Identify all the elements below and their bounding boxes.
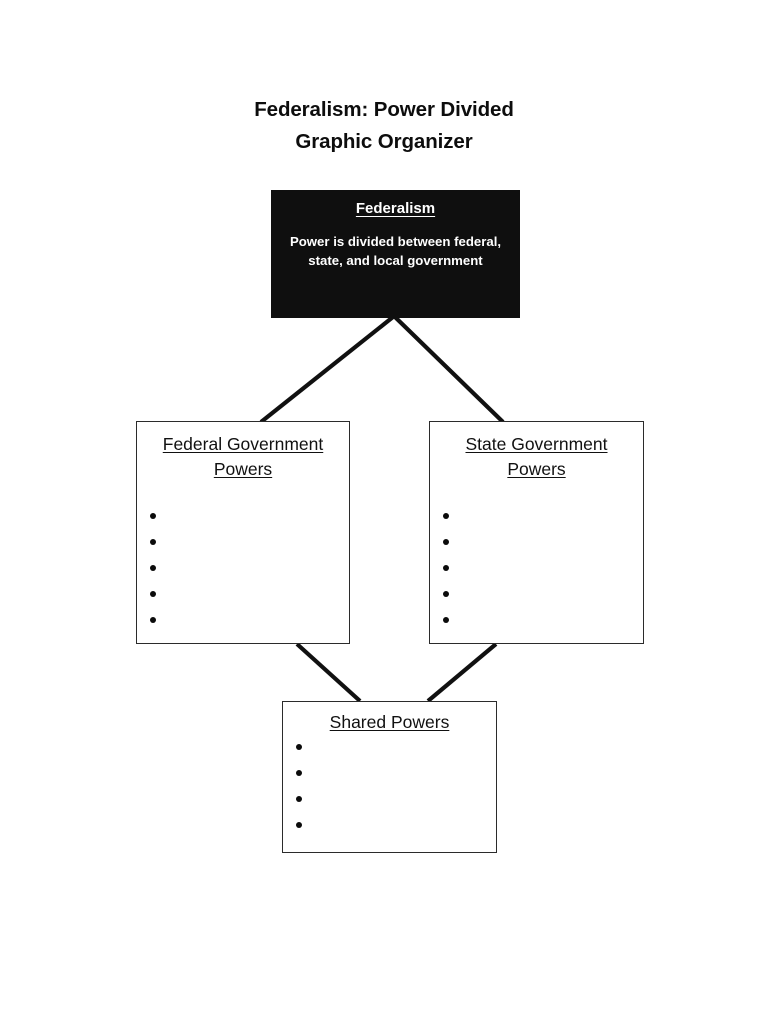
node-shared-heading-text: Shared Powers: [329, 712, 450, 732]
node-state-heading-line-1: State Government: [465, 434, 608, 454]
node-shared-heading: Shared Powers: [283, 702, 496, 734]
node-state-heading-line-2: Powers: [507, 459, 566, 479]
node-federalism-heading: Federalism: [355, 200, 436, 217]
node-federalism-body: Power is divided between federal, state,…: [289, 234, 502, 268]
node-state-heading: State Government Powers: [430, 422, 643, 482]
connector-root-to-federal: [259, 315, 395, 424]
bullet-icon: [443, 513, 449, 519]
bullet-icon: [443, 617, 449, 623]
page-title: Federalism: Power Divided Graphic Organi…: [0, 94, 768, 158]
bullet-icon: [296, 770, 302, 776]
bullet-icon: [150, 513, 156, 519]
page-title-line-1: Federalism: Power Divided: [254, 98, 514, 121]
node-federal-heading-line-2: Powers: [213, 459, 273, 479]
node-state-government-powers[interactable]: State Government Powers: [429, 421, 644, 644]
bullet-icon: [443, 539, 449, 545]
bullet-icon: [296, 744, 302, 750]
node-federal-heading-line-1: Federal Government: [162, 434, 324, 454]
bullet-icon: [150, 539, 156, 545]
node-federal-government-powers[interactable]: Federal Government Powers: [136, 421, 350, 644]
connector-state-to-shared: [426, 642, 498, 703]
connector-root-to-state: [393, 315, 505, 424]
bullet-icon: [443, 591, 449, 597]
bullet-icon: [296, 822, 302, 828]
bullet-icon: [296, 796, 302, 802]
node-federalism[interactable]: Federalism Power is divided between fede…: [271, 190, 520, 318]
node-federal-heading: Federal Government Powers: [137, 422, 349, 482]
bullet-icon: [150, 565, 156, 571]
node-shared-powers[interactable]: Shared Powers: [282, 701, 497, 853]
bullet-icon: [150, 591, 156, 597]
connector-federal-to-shared: [295, 642, 362, 703]
page-title-line-2: Graphic Organizer: [295, 130, 473, 153]
bullet-icon: [150, 617, 156, 623]
bullet-icon: [443, 565, 449, 571]
